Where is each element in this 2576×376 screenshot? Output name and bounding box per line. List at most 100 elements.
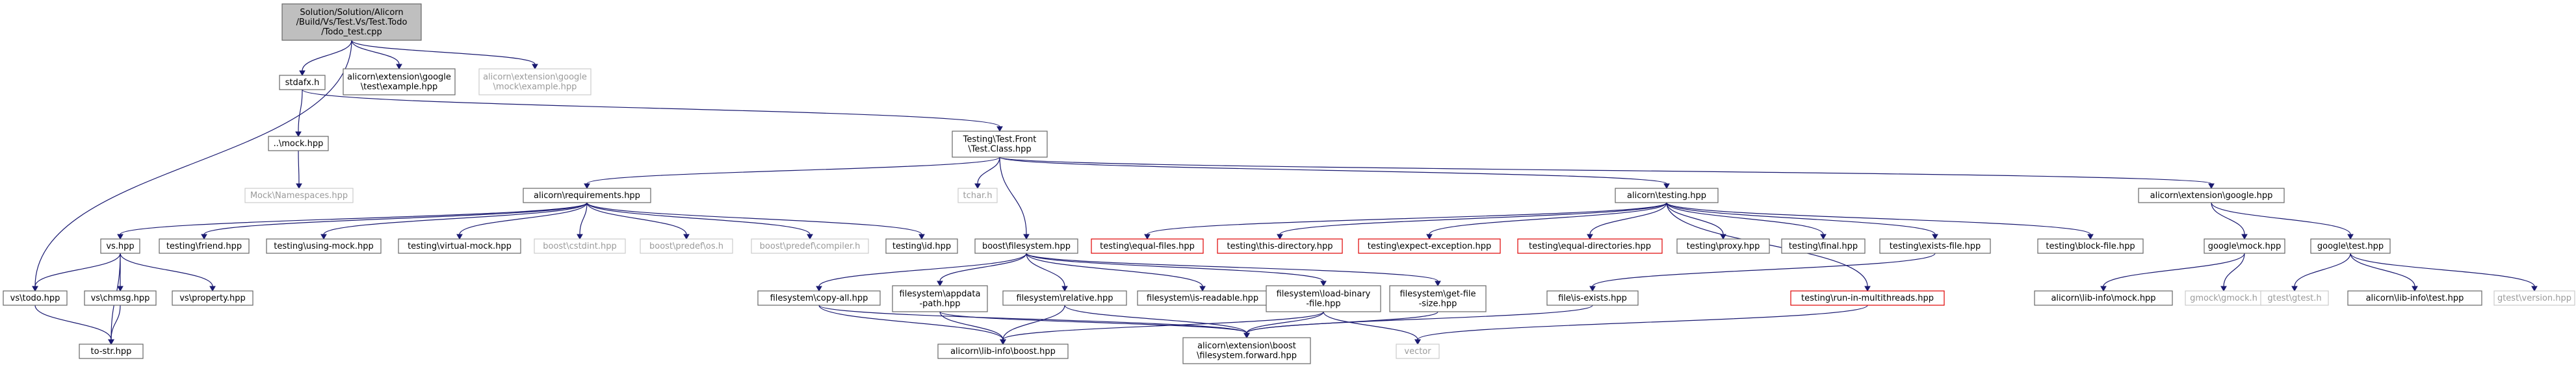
edge-line <box>34 253 121 287</box>
edge-line <box>999 157 1027 235</box>
node-label: /Todo_test.cpp <box>321 27 382 37</box>
edge-line <box>120 253 213 287</box>
edge-requirements-to-boost-cstdint <box>577 202 588 240</box>
edge-line <box>323 202 588 235</box>
edge-line <box>939 253 1027 282</box>
node-root[interactable]: Solution/Solution/Alicorn/Build/Vs/Test.… <box>281 3 422 41</box>
edge-requirements-to-vs-hpp <box>117 202 588 240</box>
node-vs-hpp[interactable]: vs.hpp <box>100 238 140 254</box>
edge-line <box>2350 253 2415 287</box>
node-fs-copy-all[interactable]: filesystem\copy-all.hpp <box>757 290 881 306</box>
node-testing-id[interactable]: testing\id.hpp <box>885 238 958 254</box>
node-vector[interactable]: vector <box>1396 344 1440 359</box>
node-label: filesystem\is-readable.hpp <box>1147 294 1258 303</box>
edge-line <box>1026 253 1203 287</box>
node-gtest-gtest[interactable]: gtest\gtest.h <box>2260 290 2329 306</box>
node-ext-google[interactable]: alicorn\extension\google.hpp <box>2138 188 2285 203</box>
edge-line <box>1147 202 1667 235</box>
node-google-test[interactable]: google\test.hpp <box>2310 238 2391 254</box>
edge-fs-relative-to-lib-info-boost <box>1000 305 1065 345</box>
node-testing-equal-directories[interactable]: testing\equal-directories.hpp <box>1517 238 1663 254</box>
node-testing-virtual-mock[interactable]: testing\virtual-mock.hpp <box>398 238 521 254</box>
edge-line <box>111 305 121 340</box>
node-to-str[interactable]: to-str.hpp <box>79 344 144 359</box>
node-testing-exists-file[interactable]: testing\exists-file.hpp <box>1879 238 1991 254</box>
node-label: gtest\version.hpp <box>2497 294 2571 303</box>
node-label: testing\exists-file.hpp <box>1890 242 1981 251</box>
node-label: gmock\gmock.h <box>2190 294 2257 303</box>
node-lib-info-mock[interactable]: alicorn\lib-info\mock.hpp <box>2034 290 2173 306</box>
node-gmock-gmock[interactable]: gmock\gmock.h <box>2185 290 2263 306</box>
node-ext-boost-fs-forward[interactable]: alicorn\extension\boost\filesystem.forwa… <box>1182 337 1311 364</box>
edge-arrowhead <box>1864 286 1871 292</box>
node-mock-namespaces[interactable]: Mock\Namespaces.hpp <box>244 188 354 203</box>
node-boost-predef-compiler[interactable]: boost\predef\compiler.h <box>751 238 869 254</box>
node-alicorn-testing[interactable]: alicorn\testing.hpp <box>1615 188 1719 203</box>
node-label: google\mock.hpp <box>2208 242 2282 251</box>
node-google-mock-example[interactable]: alicorn\extension\google\mock\example.hp… <box>478 68 592 95</box>
node-box <box>1389 285 1487 312</box>
node-label: alicorn\extension\google <box>347 73 451 82</box>
edge-line <box>1002 311 1324 340</box>
node-file-is-exists[interactable]: file\is-exists.hpp <box>1546 290 1639 306</box>
node-box <box>1676 238 1770 254</box>
edge-line <box>1592 253 1936 287</box>
node-vs-chmsg[interactable]: vs\chmsg.hpp <box>84 290 157 306</box>
node-fs-relative[interactable]: filesystem\relative.hpp <box>1002 290 1127 306</box>
node-gtest-version[interactable]: gtest\version.hpp <box>2493 290 2575 306</box>
node-fs-load-binary[interactable]: filesystem\load-binary-file.hpp <box>1266 285 1381 312</box>
node-lib-info-test[interactable]: alicorn\lib-info\test.hpp <box>2347 290 2482 306</box>
node-fs-is-readable[interactable]: filesystem\is-readable.hpp <box>1137 290 1268 306</box>
node-google-test-example[interactable]: alicorn\extension\google\test\example.hp… <box>343 68 456 95</box>
edge-boost-filesystem-to-fs-appdata-path <box>937 253 1027 287</box>
edge-line <box>1666 202 1936 235</box>
node-box <box>534 238 626 254</box>
node-label: \filesystem.forward.hpp <box>1197 351 1297 361</box>
edge-line <box>203 202 588 235</box>
node-testing-friend[interactable]: testing\friend.hpp <box>159 238 250 254</box>
node-boost-cstdint[interactable]: boost\cstdint.hpp <box>534 238 626 254</box>
node-lib-info-boost[interactable]: alicorn\lib-info\boost.hpp <box>937 344 1069 359</box>
edge-arrowhead <box>396 64 402 70</box>
node-vs-todo[interactable]: vs\todo.hpp <box>3 290 68 306</box>
node-mock-hpp[interactable]: ..\mock.hpp <box>268 136 329 151</box>
node-testing-using-mock[interactable]: testing\using-mock.hpp <box>266 238 382 254</box>
node-box <box>892 285 988 312</box>
edge-arrowhead <box>2531 286 2538 292</box>
node-testing-run-in-multithreads[interactable]: testing\run-in-multithreads.hpp <box>1790 290 1945 306</box>
edge-line <box>1666 202 1824 235</box>
edge-arrowhead <box>1426 234 1433 240</box>
edge-alicorn-testing-to-testing-this-directory <box>1277 202 1667 240</box>
node-box <box>2493 290 2575 306</box>
node-google-mock[interactable]: google\mock.hpp <box>2204 238 2285 254</box>
nodes-layer: Solution/Solution/Alicorn/Build/Vs/Test.… <box>3 3 2575 364</box>
node-boost-predef-os[interactable]: boost\predef\os.h <box>640 238 733 254</box>
node-fs-appdata-path[interactable]: filesystem\appdata-path.hpp <box>892 285 988 312</box>
edge-line <box>1666 202 2091 235</box>
node-box <box>84 290 157 306</box>
node-label: vs.hpp <box>106 242 134 251</box>
node-vs-property[interactable]: vs\property.hpp <box>172 290 254 306</box>
node-stdafx[interactable]: stdafx.h <box>279 75 326 90</box>
node-requirements[interactable]: alicorn\requirements.hpp <box>523 188 651 203</box>
edge-stdafx-to-testing-front <box>302 89 1003 132</box>
node-boost-filesystem[interactable]: boost\filesystem.hpp <box>974 238 1078 254</box>
node-testing-front[interactable]: Testing\Test.Front\Test.Class.hpp <box>952 131 1048 158</box>
edge-vs-todo-to-to-str <box>34 305 114 345</box>
edge-alicorn-testing-to-testing-block-file <box>1666 202 2094 240</box>
node-testing-expect-exception[interactable]: testing\expect-exception.hpp <box>1358 238 1501 254</box>
edge-line <box>34 305 112 340</box>
edge-arrowhead <box>108 339 114 345</box>
node-fs-get-file-size[interactable]: filesystem\get-file-size.hpp <box>1389 285 1487 312</box>
edge-line <box>302 89 1000 127</box>
node-testing-block-file[interactable]: testing\block-file.hpp <box>2037 238 2144 254</box>
node-box <box>751 238 869 254</box>
node-tchar[interactable]: tchar.h <box>957 188 998 203</box>
node-testing-proxy[interactable]: testing\proxy.hpp <box>1676 238 1770 254</box>
node-testing-final[interactable]: testing\final.hpp <box>1781 238 1866 254</box>
node-testing-equal-files[interactable]: testing\equal-files.hpp <box>1091 238 1204 254</box>
node-testing-this-directory[interactable]: testing\this-directory.hpp <box>1217 238 1343 254</box>
node-label: boost\filesystem.hpp <box>982 242 1071 251</box>
node-label: -file.hpp <box>1306 299 1340 309</box>
node-box <box>2204 238 2285 254</box>
